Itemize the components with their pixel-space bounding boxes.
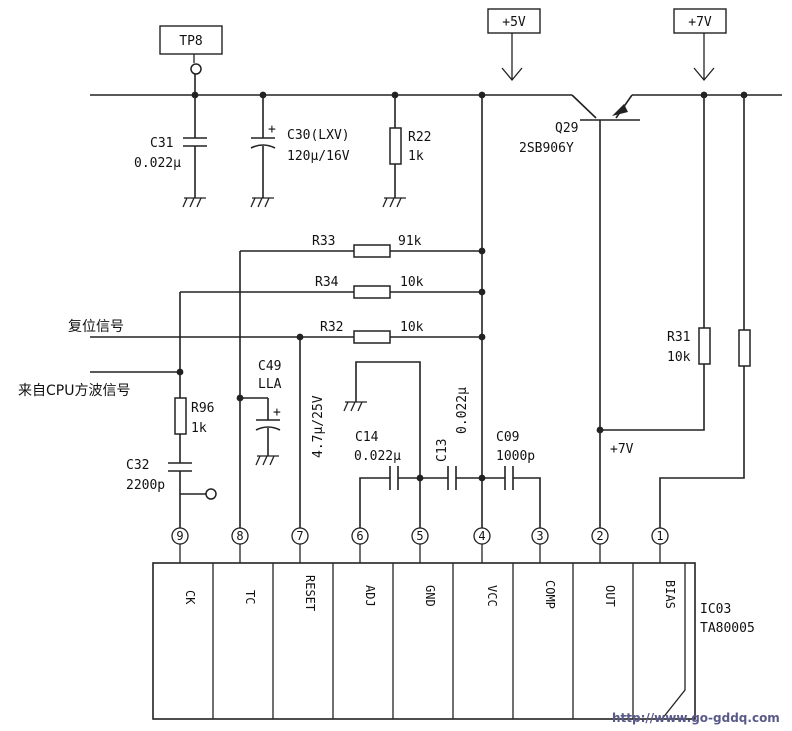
ground-icon — [182, 197, 206, 208]
c30-ref: C30(LXV) — [287, 128, 350, 143]
supply-5v: +5V — [487, 8, 541, 82]
cpu-signal-label: 来自CPU方波信号 — [18, 383, 130, 399]
pin-name: VCC — [485, 585, 499, 607]
capacitor-c13: C13 0.022μ — [435, 387, 505, 490]
capacitor-c14: C14 0.022μ — [354, 430, 448, 530]
ic-pin-4: 4 VCC — [473, 527, 499, 607]
ground-icon — [343, 401, 367, 412]
pin-name: CK — [183, 590, 197, 605]
pin-number: 6 — [356, 529, 363, 543]
c31-value: 0.022μ — [134, 156, 181, 171]
ground-icon — [382, 197, 406, 208]
pin-name: BIAS — [663, 580, 677, 609]
ground-icon — [250, 197, 274, 208]
pin-number: 9 — [176, 529, 183, 543]
resistor-r96: R96 1k — [174, 397, 214, 463]
c14-value: 0.022μ — [354, 449, 401, 464]
capacitor-c30: + C30(LXV) 120μ/16V — [250, 95, 350, 208]
r32-ref: R32 — [320, 320, 343, 335]
ic-pin-2: 2 OUT — [591, 527, 617, 607]
c32-value: 2200p — [126, 478, 165, 493]
r32-value: 10k — [400, 320, 424, 335]
pin5-ground-link — [343, 361, 421, 530]
resistor-r34: R34 10k — [179, 275, 482, 398]
pin-number: 4 — [478, 529, 485, 543]
transistor-q29: Q29 2SB906Y — [519, 94, 640, 430]
ic-pin-1: 1 BIAS — [651, 527, 677, 609]
pin-name: TC — [243, 590, 257, 604]
resistor-r31: R31 10k — [599, 95, 711, 530]
c14-ref: C14 — [355, 430, 379, 445]
c30-value: 120μ/16V — [287, 149, 350, 164]
capacitor-c49: + C49 LLA 4.7μ/25V — [240, 359, 326, 466]
out-voltage-label: +7V — [610, 442, 634, 457]
resistor-r32: R32 10k — [90, 320, 482, 530]
q29-value: 2SB906Y — [519, 141, 574, 156]
pin-number: 8 — [236, 529, 243, 543]
ic-part: TA80005 — [700, 621, 755, 636]
c49-value: LLA — [258, 377, 282, 392]
pin-name: OUT — [603, 585, 617, 607]
ic-pin-6: 6 ADJ — [351, 527, 377, 607]
c09-ref: C09 — [496, 430, 519, 445]
r22-value: 1k — [408, 149, 424, 164]
pin-name: GND — [423, 585, 437, 607]
capacitor-c09: C09 1000p — [496, 430, 541, 530]
r34-ref: R34 — [315, 275, 339, 290]
ic03-package — [152, 562, 696, 720]
r31-ref: R31 — [667, 330, 690, 345]
ic-pin-8: 8 TC — [231, 527, 257, 604]
c31-ref: C31 — [150, 136, 173, 151]
ic-pin-5: 5 GND — [411, 527, 437, 607]
r33-value: 91k — [398, 234, 422, 249]
ic-pin-7: 7 RESET — [291, 527, 317, 611]
junction-dots — [176, 91, 748, 482]
pin-number: 3 — [536, 529, 543, 543]
pin-number: 7 — [296, 529, 303, 543]
pin-name: COMP — [543, 580, 557, 609]
ic-ref: IC03 — [700, 602, 731, 617]
c09-value: 1000p — [496, 449, 535, 464]
pin-name: RESET — [303, 575, 317, 611]
ic-pin-9: 9 CK — [171, 527, 197, 605]
pin-number: 2 — [596, 529, 603, 543]
c13-value: 0.022μ — [455, 387, 470, 434]
pin-number: 1 — [656, 529, 663, 543]
resistor-r22: R22 1k — [382, 95, 431, 208]
r96-value: 1k — [191, 421, 207, 436]
r22-ref: R22 — [408, 130, 431, 145]
r31-value: 10k — [667, 350, 691, 365]
c32-ref: C32 — [126, 458, 149, 473]
r34-value: 10k — [400, 275, 424, 290]
capacitor-c31: C31 0.022μ — [134, 95, 207, 208]
pin-number: 5 — [416, 529, 423, 543]
capacitor-c32: C32 2200p — [126, 458, 217, 530]
supply-7v-label: +7V — [688, 15, 712, 30]
r96-ref: R96 — [191, 401, 214, 416]
watermark-url: http://www.go-gddq.com — [612, 711, 780, 725]
ground-icon — [255, 455, 279, 466]
reset-signal-label: 复位信号 — [68, 318, 124, 335]
supply-7v: +7V — [673, 8, 727, 82]
c49-voltage: 4.7μ/25V — [311, 395, 326, 458]
pin-name: ADJ — [363, 585, 377, 607]
c13-ref: C13 — [435, 439, 450, 462]
tp8-test-point: TP8 — [159, 25, 223, 95]
q29-ref: Q29 — [555, 121, 578, 136]
resistor-bias — [659, 95, 751, 530]
tp8-label: TP8 — [179, 34, 202, 49]
r33-ref: R33 — [312, 234, 335, 249]
plus-icon: + — [268, 122, 276, 137]
supply-5v-label: +5V — [502, 15, 526, 30]
resistor-r33: R33 91k — [239, 234, 482, 530]
plus-icon: + — [273, 405, 281, 420]
c49-ref: C49 — [258, 359, 281, 374]
ic-pin-3: 3 COMP — [531, 527, 557, 609]
